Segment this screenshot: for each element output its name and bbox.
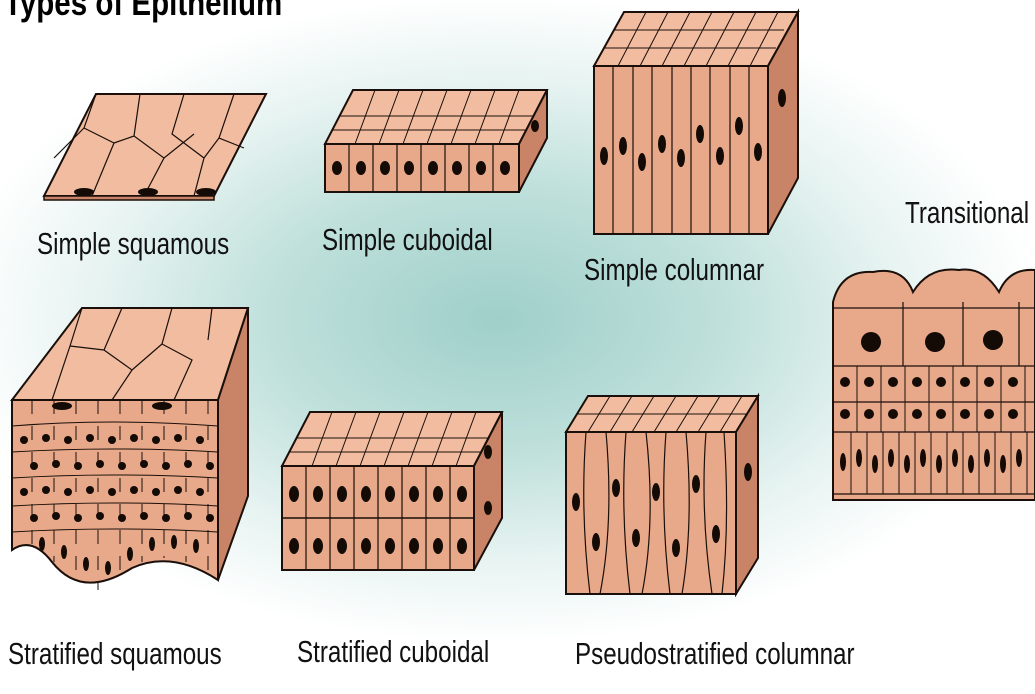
page-title: Types of Epithelium bbox=[4, 0, 282, 24]
label-simple-columnar: Simple columnar bbox=[584, 252, 764, 288]
label-simple-cuboidal: Simple cuboidal bbox=[322, 222, 493, 258]
label-simple-squamous: Simple squamous bbox=[37, 226, 229, 262]
simple-cuboidal-diagram bbox=[325, 86, 547, 196]
label-pseudostratified-columnar: Pseudostratified columnar bbox=[575, 636, 855, 672]
transitional-diagram bbox=[833, 262, 1035, 500]
label-transitional: Transitional bbox=[905, 195, 1029, 231]
pseudostratified-columnar-diagram bbox=[566, 392, 758, 598]
label-stratified-squamous: Stratified squamous bbox=[8, 636, 222, 672]
simple-columnar-diagram bbox=[594, 6, 802, 238]
simple-squamous-diagram bbox=[44, 88, 266, 200]
label-stratified-cuboidal: Stratified cuboidal bbox=[297, 634, 489, 670]
stratified-squamous-diagram bbox=[12, 300, 248, 612]
stratified-cuboidal-diagram bbox=[282, 408, 502, 574]
